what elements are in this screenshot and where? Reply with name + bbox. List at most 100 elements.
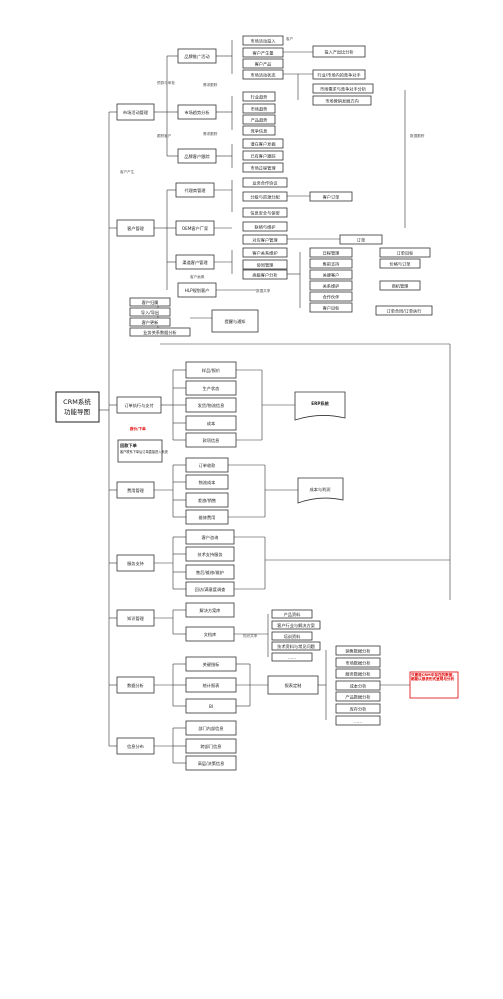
customer-right-5[interactable]: 关系维护 <box>309 280 353 291</box>
erp-system[interactable]: ERP系统 <box>294 391 346 421</box>
customer-right-9[interactable]: 价格与订单 <box>379 258 421 269</box>
order-label: 报价/下单 <box>130 426 146 431</box>
expense-sub-2[interactable]: 差旅/销售 <box>185 492 229 508</box>
customer-sub-2[interactable]: 渠道客户管理 <box>175 254 215 270</box>
category-market[interactable]: 市场活动管理 <box>116 103 155 121</box>
service-sub-1[interactable]: 技术支持服务 <box>185 546 235 562</box>
customer-bottom-0[interactable]: 客户归属 <box>129 297 171 307</box>
market-leaf-4[interactable]: 行业趋势 <box>242 91 276 102</box>
market-leaf-1[interactable]: 客户产生量 <box>242 47 284 58</box>
expense-sub-0[interactable]: 订单收款 <box>185 457 229 473</box>
order-sub-4[interactable]: 款项信息 <box>185 432 237 448</box>
analysis-sub-2[interactable]: BI <box>185 698 237 714</box>
info-sub-1[interactable]: 跨部门信息 <box>185 738 237 754</box>
customer-sub-0[interactable]: 代理商管理 <box>175 182 215 198</box>
customer-sub-1[interactable]: OEM客户厂家 <box>175 220 215 236</box>
category-service[interactable]: 服务支持 <box>116 554 155 572</box>
knowledge-leaf-0[interactable]: 产品资料 <box>271 609 313 619</box>
svg-text:市场需求与竞争对手分析: 市场需求与竞争对手分析 <box>320 86 366 93</box>
market-right-2[interactable]: 市场需求与竞争对手分析 <box>312 83 374 94</box>
info-sub-0[interactable]: 部门内部信息 <box>185 720 237 736</box>
svg-text:订单目标: 订单目标 <box>397 250 414 257</box>
market-right-1[interactable]: 行业/市场内的竞争对手 <box>312 69 366 80</box>
customer-bottom-1[interactable]: 导入/导出 <box>129 307 171 317</box>
knowledge-leaf-1[interactable]: 客户行业与解决方案 <box>271 620 321 630</box>
category-analysis[interactable]: 数据分析 <box>116 676 155 694</box>
expense-out[interactable]: 成本与利润 <box>297 477 344 504</box>
market-leaf-8[interactable]: 潜在客户发掘 <box>242 138 284 149</box>
customer-bottom-4[interactable]: 提醒与通知 <box>211 309 259 333</box>
market-sub-1[interactable]: 市场趋势分析 <box>177 104 217 120</box>
market-leaf-9[interactable]: 已有客户跟踪 <box>242 150 284 161</box>
svg-text:成本与利润: 成本与利润 <box>310 486 331 493</box>
order-sub-2[interactable]: 发货/物流信息 <box>185 397 237 413</box>
knowledge-leaf-3[interactable]: 技术资料与常见问题 <box>271 641 321 651</box>
category-order[interactable]: 订单执行与支付 <box>116 396 162 414</box>
market-leaf-0[interactable]: 市场活动投入 <box>242 35 284 46</box>
customer-right-8[interactable]: 订单目标 <box>379 247 431 258</box>
customer-leaf-4[interactable]: 对应客户管理 <box>242 234 288 245</box>
customer-bottom-2[interactable]: 客户更新 <box>129 317 171 327</box>
order-sub-1[interactable]: 生产状态 <box>185 380 237 396</box>
analysis-leaf-1[interactable]: 市场数据分析 <box>335 657 381 668</box>
customer-leaf-1[interactable]: 分级与资源分配 <box>242 191 288 202</box>
customer-right-6[interactable]: 合作伙伴 <box>309 291 353 302</box>
category-expense[interactable]: 费用管理 <box>116 481 155 499</box>
customer-right-1[interactable]: 订单 <box>339 234 383 245</box>
market-right-0[interactable]: 投入产出比分析 <box>312 45 366 58</box>
svg-text:订单: 订单 <box>357 237 365 244</box>
analysis-leaf-0[interactable]: 销售数据分析 <box>335 645 381 656</box>
customer-leaf-5[interactable]: 客户关系维护 <box>242 247 288 258</box>
analysis-leaf-5[interactable]: 库存分析 <box>335 703 381 714</box>
customer-right-4[interactable]: 关键客户 <box>309 269 353 280</box>
market-leaf-5[interactable]: 市场趋势 <box>242 103 276 114</box>
svg-text:技术支持服务: 技术支持服务 <box>197 551 223 558</box>
customer-leaf-0[interactable]: 业务合作协议 <box>242 177 288 188</box>
customer-sub-3[interactable]: HLP规划客户 <box>177 282 217 298</box>
customer-right-2[interactable]: 日程管理 <box>309 247 353 258</box>
market-leaf-6[interactable]: 产品趋势 <box>242 114 276 125</box>
customer-leaf-2[interactable]: 信息安全与保密 <box>242 207 288 218</box>
info-edges <box>154 727 186 764</box>
svg-text:样品/报价: 样品/报价 <box>202 367 221 374</box>
customer-right-7[interactable]: 客户目标 <box>309 302 353 313</box>
category-knowledge[interactable]: 知识管理 <box>116 609 155 627</box>
analysis-sub-1[interactable]: 统计报表 <box>185 677 237 693</box>
customer-bottom-3[interactable]: 业务关系数据分析 <box>129 327 191 337</box>
customer-leaf-7[interactable]: 高级客户分析 <box>242 269 288 280</box>
customer-right-11[interactable]: 订单合同/订单执行 <box>375 305 433 316</box>
analysis-mid[interactable]: 报表定制 <box>267 675 319 695</box>
customer-right-10[interactable]: 商机管理 <box>379 280 421 291</box>
analysis-leaf-4[interactable]: 产品数据分析 <box>335 691 381 702</box>
service-sub-2[interactable]: 售后/维修/维护 <box>185 564 235 580</box>
expense-sub-1[interactable]: 物流成本 <box>185 474 229 490</box>
service-sub-3[interactable]: 回访/满意度调查 <box>185 581 235 597</box>
category-info[interactable]: 信息分布 <box>116 737 155 755</box>
expense-sub-3[interactable]: 维修费用 <box>185 509 229 525</box>
customer-leaf-3[interactable]: 联络与维护 <box>242 221 288 232</box>
svg-text:维修费用: 维修费用 <box>199 514 216 521</box>
market-leaf-2[interactable]: 客户产品 <box>242 58 284 69</box>
service-sub-0[interactable]: 客户咨询 <box>185 529 235 545</box>
analysis-sub-0[interactable]: 关键指标 <box>185 656 237 672</box>
knowledge-leaf-2[interactable]: 培训资料 <box>271 631 313 641</box>
knowledge-sub-1[interactable]: 文档库 <box>185 626 235 642</box>
svg-text:产品数据分析: 产品数据分析 <box>345 694 370 701</box>
customer-leaf-6[interactable]: 协同管理 <box>242 259 288 270</box>
market-leaf-10[interactable]: 市场过程管理 <box>242 162 284 173</box>
market-leaf-3[interactable]: 市场活动状态 <box>242 69 284 80</box>
order-sub-3[interactable]: 成本 <box>185 415 237 431</box>
market-right-3[interactable]: 市场营销发展方向 <box>312 95 372 106</box>
svg-text:统计报表: 统计报表 <box>203 682 221 689</box>
knowledge-sub-0[interactable]: 解决方案库 <box>185 602 235 618</box>
analysis-leaf-2[interactable]: 服务数据分析 <box>335 668 381 679</box>
market-sub-2[interactable]: 品牌客户跟踪 <box>177 148 217 164</box>
info-sub-2[interactable]: 高层/决策信息 <box>185 755 237 771</box>
order-sub-0[interactable]: 样品/报价 <box>185 361 237 379</box>
market-leaf-7[interactable]: 竞争信息 <box>242 125 276 136</box>
customer-right-3[interactable]: 售前支持 <box>309 258 353 269</box>
analysis-leaf-3[interactable]: 成本分析 <box>335 680 381 691</box>
category-customer[interactable]: 客户管理 <box>116 219 155 237</box>
market-sub-0[interactable]: 品牌推广活动 <box>177 48 217 64</box>
customer-right-0[interactable]: 客户订单 <box>309 191 353 202</box>
